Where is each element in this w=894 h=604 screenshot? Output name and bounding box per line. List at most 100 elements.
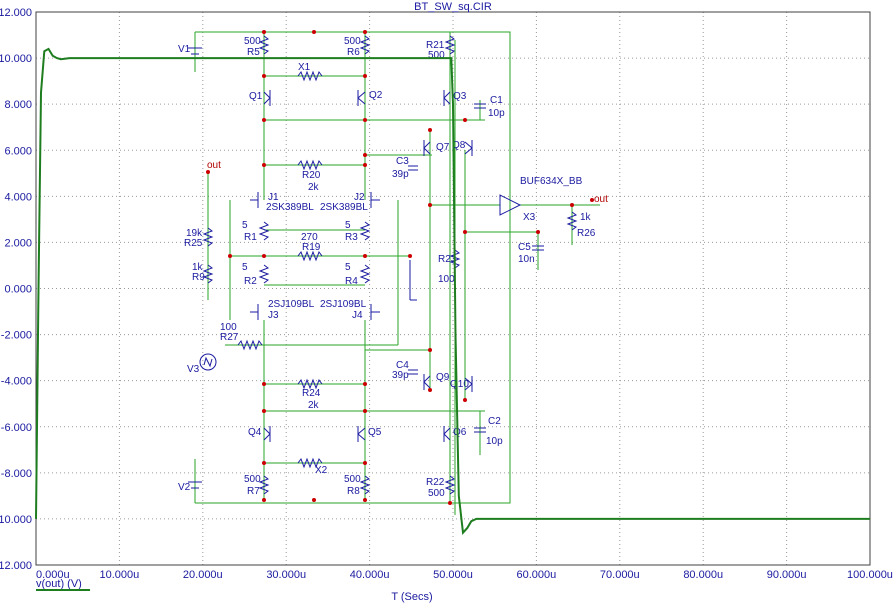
schematic-label-c4n: C4	[396, 360, 409, 371]
schematic-label-outr: out	[594, 194, 608, 205]
x-tick-label: 30.000u	[266, 569, 306, 581]
schematic-label-c2n: C2	[488, 416, 501, 427]
schematic-node	[463, 230, 467, 234]
schematic-label-buf: BUF634X_BB	[520, 176, 583, 187]
schematic-node	[228, 254, 232, 258]
schematic-label-c1: 10p	[488, 108, 505, 119]
schematic-label-q7: Q7	[436, 142, 450, 153]
schematic-label-r6: 500	[344, 36, 361, 47]
schematic-label-j4t: 2SJ109BL	[320, 299, 367, 310]
schematic-label-outl: out	[207, 160, 221, 171]
schematic-label-r9n: R9	[192, 272, 205, 283]
x-tick-label: 0.000u	[36, 569, 70, 581]
schematic-label-j3t: 2SJ109BL	[268, 299, 315, 310]
series-layer	[35, 47, 870, 535]
schematic-label-c1n: C1	[490, 95, 503, 106]
schematic-node	[363, 30, 367, 34]
schematic-label-j1: J1	[268, 192, 279, 203]
schematic-label-r19v: 270	[301, 232, 318, 243]
schematic-node	[363, 254, 367, 258]
schematic-label-r9v: 1k	[192, 262, 204, 273]
schematic-overlay: 500R5500R6R21500V1X1Q1Q2Q3C110pC339pQ7Q8…	[178, 30, 608, 515]
schematic-label-j2t: 2SK389BL	[320, 202, 368, 213]
series-line-vout	[35, 47, 870, 535]
schematic-label-j1t: 2SK389BL	[266, 202, 314, 213]
schematic-label-r21: 500	[428, 50, 445, 61]
y-tick-label: 6.000	[4, 145, 32, 157]
schematic-node	[363, 461, 367, 465]
schematic-label-r4v: 5	[345, 262, 351, 273]
schematic-node	[570, 203, 574, 207]
schematic-label-q6: Q6	[453, 427, 467, 438]
y-tick-label: 10.000	[0, 53, 32, 65]
y-tick-label: 12.000	[0, 7, 32, 19]
x-tick-label: 20.000u	[183, 569, 223, 581]
schematic-label-r26v: 1k	[580, 212, 592, 223]
schematic-label-r4n: R4	[345, 276, 358, 287]
schematic-label-v3: V3	[187, 364, 200, 375]
x-tick-label: 50.000u	[433, 569, 473, 581]
x-tick-label: 70.000u	[600, 569, 640, 581]
schematic-label-r2n: R2	[244, 276, 257, 287]
schematic-label-r23n: R23	[438, 254, 457, 265]
schematic-node	[312, 30, 316, 34]
schematic-node	[428, 388, 432, 392]
schematic-label-r27v: 100	[220, 322, 237, 333]
schematic-label-c5n: C5	[518, 242, 531, 253]
y-tick-label: 4.000	[4, 191, 32, 203]
schematic-node	[463, 398, 467, 402]
schematic-label-r22: 500	[428, 488, 445, 499]
schematic-node	[363, 163, 367, 167]
schematic-label-r1n: R1	[244, 232, 257, 243]
schematic-label-r20: 2k	[308, 182, 320, 193]
schematic-node	[262, 461, 266, 465]
schematic-label-v2: V2	[178, 482, 191, 493]
x-tick-label: 90.000u	[767, 569, 807, 581]
schematic-label-r5: 500	[244, 36, 261, 47]
y-tick-label: 0.000	[4, 284, 32, 296]
schematic-node	[408, 254, 412, 258]
schematic-label-r27n: R27	[220, 332, 239, 343]
schematic-node	[363, 409, 367, 413]
legend-label[interactable]: v(out) (V)	[36, 578, 82, 590]
plot-frame	[35, 11, 871, 566]
schematic-label-r23: 100	[438, 274, 455, 285]
schematic-label-c2: 10p	[486, 436, 503, 447]
y-tick-label: -4.000	[1, 376, 32, 388]
schematic-label-q8: Q8	[452, 140, 466, 151]
schematic-label-r8n: R8	[347, 486, 360, 497]
schematic-node	[363, 118, 367, 122]
y-tick-label: -12.000	[0, 560, 32, 572]
y-tick-label: 8.000	[4, 99, 32, 111]
schematic-label-v1: V1	[178, 44, 191, 55]
schematic-label-r24n: R24	[302, 388, 321, 399]
schematic-node	[536, 230, 540, 234]
schematic-node	[428, 128, 432, 132]
schematic-label-c4: 39p	[392, 370, 409, 381]
schematic-label-c5: 10n	[518, 254, 535, 265]
schematic-label-r25v: 19k	[186, 228, 203, 239]
x-tick-label: 80.000u	[683, 569, 723, 581]
schematic-label-q1: Q1	[249, 91, 263, 102]
y-tick-label: 2.000	[4, 237, 32, 249]
schematic-label-r1v: 5	[242, 220, 248, 231]
schematic-label-r20n: R20	[302, 170, 321, 181]
schematic-label-x3: X3	[523, 212, 536, 223]
schematic-label-q3: Q3	[453, 91, 467, 102]
schematic-label-r5n: R5	[247, 47, 260, 58]
y-tick-label: -10.000	[0, 514, 32, 526]
schematic-label-r25n: R25	[184, 238, 203, 249]
schematic-label-r24: 2k	[308, 400, 320, 411]
plot-title: BT_SW_sq.CIR	[414, 1, 492, 13]
y-tick-label: -8.000	[1, 468, 32, 480]
schematic-node	[590, 198, 594, 202]
y-axis-ticks: 12.00010.0008.0006.0004.0002.0000.000-2.…	[0, 7, 32, 572]
schematic-label-q4: Q4	[248, 427, 262, 438]
schematic-label-j4: J4	[352, 310, 363, 321]
schematic-wires	[194, 31, 600, 515]
schematic-node	[262, 118, 266, 122]
schematic-label-r3n: R3	[345, 232, 358, 243]
schematic-node	[206, 170, 210, 174]
